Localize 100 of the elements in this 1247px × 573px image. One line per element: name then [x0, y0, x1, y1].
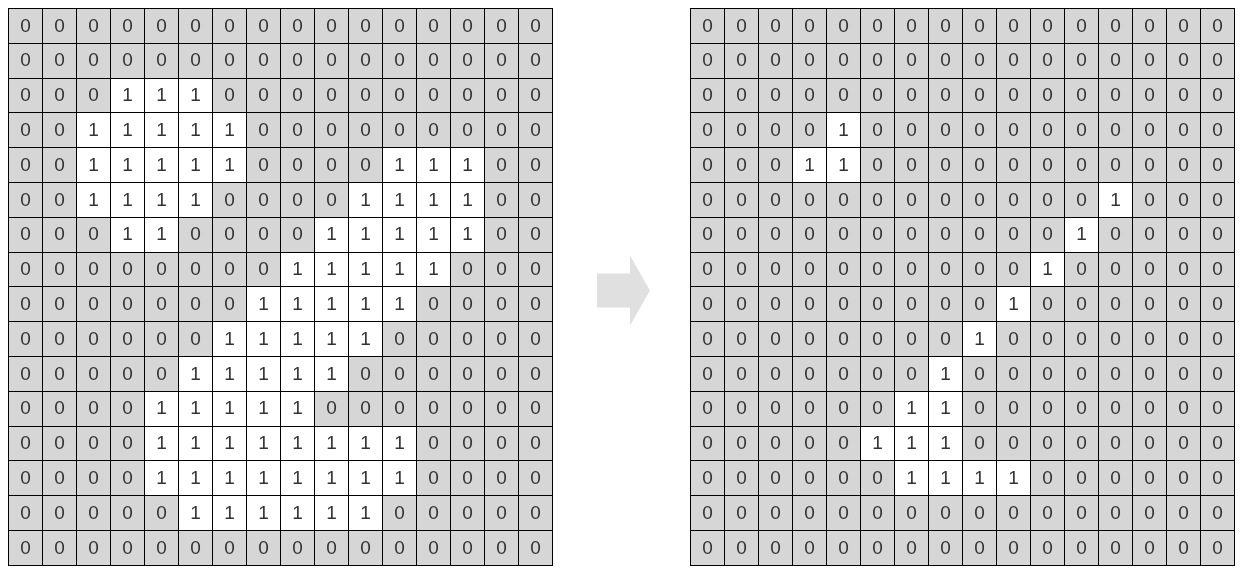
matrix-cell: 0	[759, 426, 793, 462]
matrix-cell: 0	[145, 530, 179, 566]
matrix-cell: 1	[179, 183, 213, 218]
matrix-cell: 0	[315, 9, 349, 44]
matrix-cell: 0	[895, 43, 929, 79]
matrix-cell: 0	[451, 287, 485, 323]
matrix-cell: 0	[9, 9, 43, 44]
matrix-cell: 1	[179, 391, 213, 427]
matrix-cell: 0	[519, 530, 553, 566]
matrix-cell: 0	[519, 356, 553, 392]
matrix-cell: 0	[417, 426, 451, 462]
matrix-cell: 0	[9, 391, 43, 427]
matrix-cell: 0	[1031, 356, 1065, 392]
matrix-cell: 0	[77, 43, 111, 79]
matrix-cell: 0	[1099, 496, 1133, 531]
matrix-cell: 0	[281, 183, 315, 218]
matrix-cell: 1	[111, 217, 145, 253]
matrix-cell: 0	[691, 356, 725, 392]
matrix-cell: 0	[349, 9, 383, 44]
matrix-cell: 0	[247, 217, 281, 253]
matrix-cell: 0	[145, 356, 179, 392]
matrix-cell: 0	[77, 252, 111, 288]
matrix-cell: 0	[9, 426, 43, 462]
matrix-cell: 0	[1065, 287, 1099, 323]
matrix-cell: 0	[759, 9, 793, 44]
matrix-cell: 1	[179, 113, 213, 149]
matrix-cell: 0	[1167, 217, 1201, 253]
matrix-cell: 0	[1133, 113, 1167, 149]
matrix-cell: 1	[383, 183, 417, 218]
matrix-cell: 0	[1201, 287, 1235, 323]
matrix-cell: 0	[1031, 43, 1065, 79]
matrix-cell: 1	[929, 391, 963, 427]
matrix-cell: 0	[929, 322, 963, 357]
matrix-cell: 0	[1201, 391, 1235, 427]
matrix-cell: 0	[725, 9, 759, 44]
matrix-cell: 0	[861, 9, 895, 44]
matrix-cell: 0	[145, 496, 179, 531]
matrix-cell: 1	[281, 287, 315, 323]
matrix-cell: 0	[43, 183, 77, 218]
matrix-cell: 0	[1167, 43, 1201, 79]
matrix-cell: 0	[725, 322, 759, 357]
matrix-cell: 1	[179, 426, 213, 462]
matrix-cell: 0	[77, 530, 111, 566]
matrix-cell: 0	[759, 391, 793, 427]
matrix-cell: 0	[1167, 426, 1201, 462]
matrix-cell: 0	[519, 322, 553, 357]
matrix-cell: 0	[1201, 9, 1235, 44]
matrix-cell: 0	[485, 530, 519, 566]
matrix-cell: 0	[77, 217, 111, 253]
matrix-cell: 0	[349, 78, 383, 114]
matrix-cell: 0	[963, 9, 997, 44]
matrix-cell: 1	[315, 322, 349, 357]
matrix-cell: 1	[895, 461, 929, 497]
matrix-cell: 0	[997, 322, 1031, 357]
matrix-cell: 0	[725, 183, 759, 218]
matrix-cell: 0	[417, 43, 451, 79]
matrix-cell: 0	[111, 252, 145, 288]
matrix-cell: 0	[1201, 322, 1235, 357]
matrix-cell: 0	[451, 356, 485, 392]
matrix-cell: 0	[451, 43, 485, 79]
matrix-cell: 0	[77, 391, 111, 427]
matrix-cell: 0	[9, 43, 43, 79]
matrix-cell: 0	[77, 78, 111, 114]
matrix-cell: 0	[1031, 461, 1065, 497]
matrix-cell: 0	[417, 391, 451, 427]
matrix-cell: 0	[1065, 78, 1099, 114]
matrix-cell: 0	[1031, 496, 1065, 531]
matrix-cell: 0	[1099, 217, 1133, 253]
matrix-cell: 0	[861, 113, 895, 149]
matrix-cell: 1	[281, 461, 315, 497]
matrix-cell: 0	[997, 113, 1031, 149]
matrix-cell: 0	[43, 287, 77, 323]
matrix-cell: 1	[145, 78, 179, 114]
matrix-cell: 0	[895, 356, 929, 392]
matrix-cell: 0	[1133, 43, 1167, 79]
matrix-cell: 0	[1133, 183, 1167, 218]
matrix-cell: 0	[417, 78, 451, 114]
matrix-cell: 0	[315, 43, 349, 79]
matrix-cell: 0	[349, 43, 383, 79]
matrix-cell: 0	[485, 217, 519, 253]
matrix-cell: 0	[111, 426, 145, 462]
matrix-cell: 0	[519, 9, 553, 44]
matrix-cell: 0	[929, 9, 963, 44]
matrix-cell: 0	[861, 461, 895, 497]
matrix-cell: 0	[1133, 496, 1167, 531]
matrix-cell: 0	[383, 113, 417, 149]
matrix-cell: 0	[485, 322, 519, 357]
matrix-cell: 0	[485, 426, 519, 462]
matrix-cell: 0	[1031, 322, 1065, 357]
matrix-cell: 0	[451, 426, 485, 462]
matrix-cell: 0	[759, 322, 793, 357]
matrix-cell: 0	[1133, 322, 1167, 357]
matrix-cell: 1	[111, 148, 145, 183]
matrix-cell: 0	[485, 287, 519, 323]
matrix-cell: 0	[519, 426, 553, 462]
matrix-cell: 1	[383, 287, 417, 323]
matrix-cell: 0	[1065, 530, 1099, 566]
matrix-cell: 0	[759, 183, 793, 218]
matrix-cell: 0	[1031, 183, 1065, 218]
matrix-cell: 0	[1201, 113, 1235, 149]
